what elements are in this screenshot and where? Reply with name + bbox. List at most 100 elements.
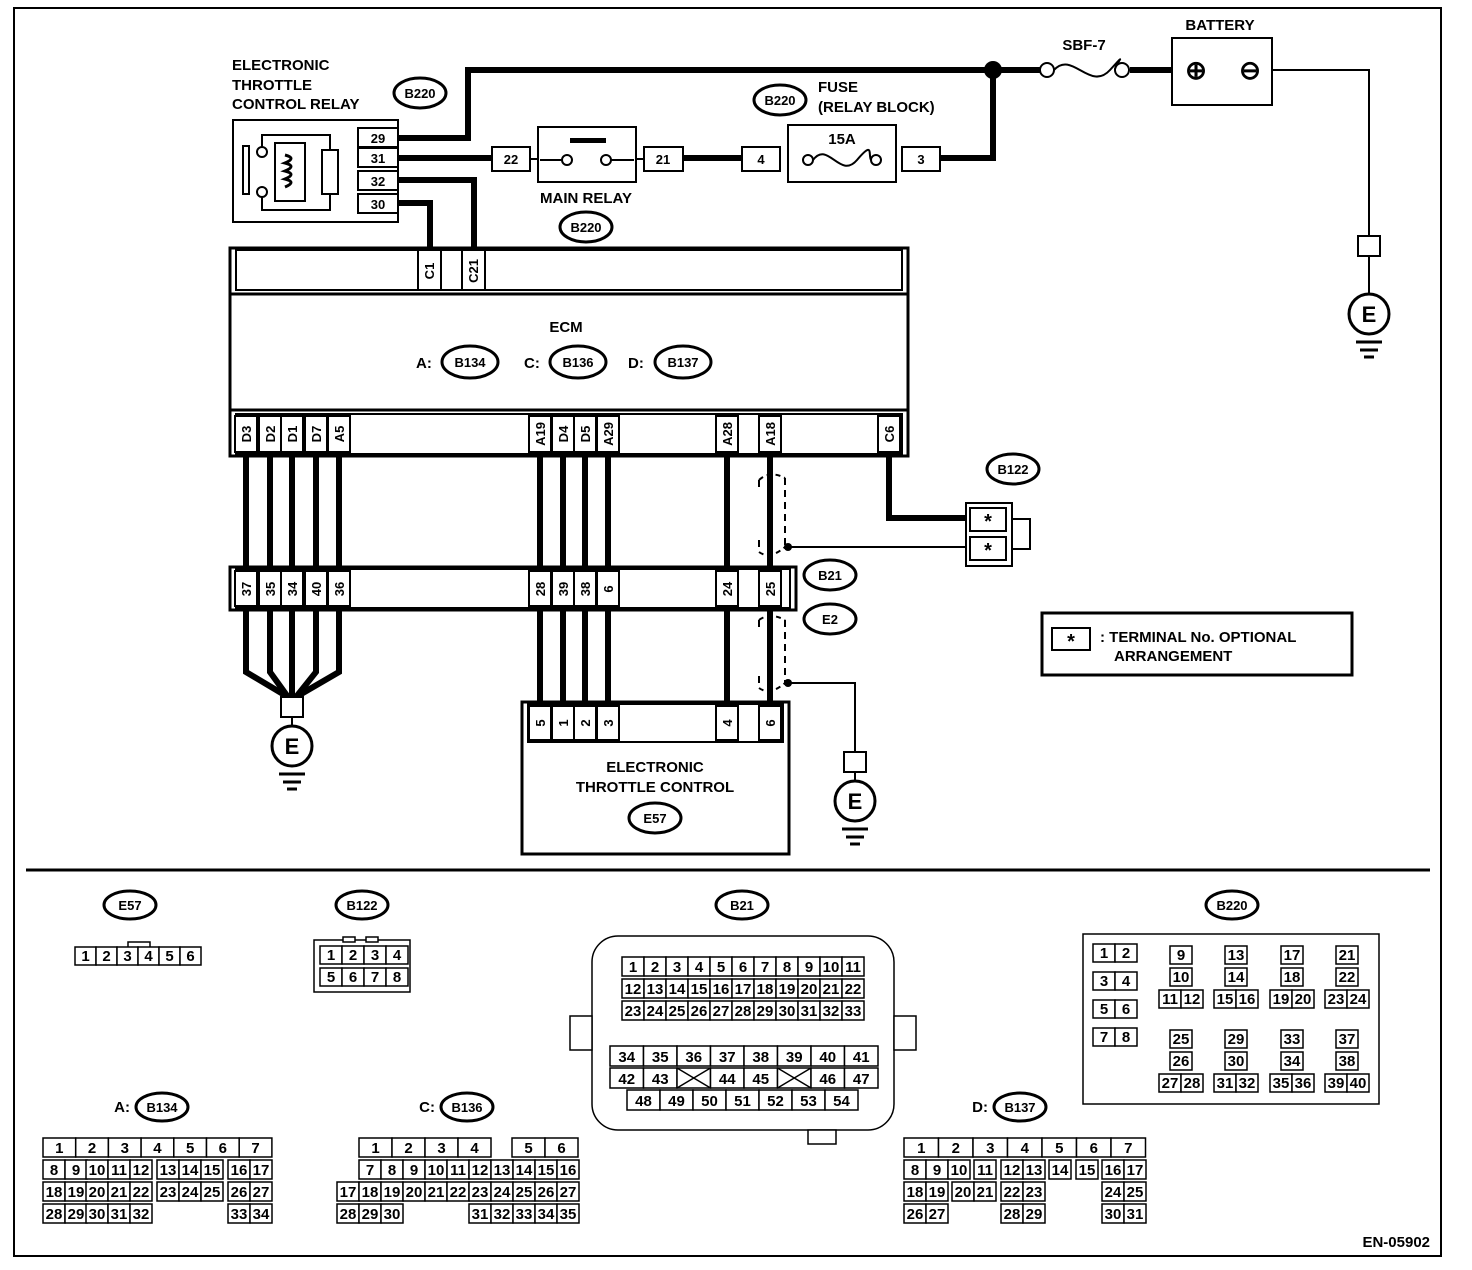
pin-cell: 40: [1350, 1075, 1367, 1092]
svg-text:B137: B137: [1004, 1100, 1035, 1115]
b21-pin-37: [234, 570, 258, 607]
pin-cell: 34: [538, 1206, 555, 1223]
pin-cell: 8: [393, 969, 401, 986]
pin-cell: 25: [516, 1184, 533, 1201]
ecm-pin-label: D5: [578, 426, 593, 443]
pin-cell: 29: [757, 1003, 774, 1020]
badge-b21: B21: [802, 558, 858, 592]
pin-cell: 28: [1184, 1075, 1201, 1092]
ecm-pin-c21: C21: [466, 259, 481, 283]
ground-left: E: [270, 696, 314, 791]
thin-wires: [758, 61, 1370, 752]
pin-cell: 10: [89, 1162, 106, 1179]
ecm-pin-label: A18: [763, 422, 778, 446]
pin-cell: 20: [1295, 991, 1312, 1008]
legend-text-1: : TERMINAL No. OPTIONAL: [1100, 629, 1296, 646]
badge-b137: B137: [667, 355, 698, 370]
pin-cell: 43: [652, 1071, 669, 1088]
pin-cell: 25: [1127, 1184, 1144, 1201]
pin-cell: 22: [450, 1184, 467, 1201]
main-relay-pin-22: 22: [504, 152, 518, 167]
pin-cell: 1: [629, 959, 637, 976]
svg-text:B21: B21: [730, 898, 754, 913]
pin-cell: 27: [929, 1206, 946, 1223]
pin-cell: 2: [1122, 945, 1130, 962]
svg-text:E57: E57: [118, 898, 141, 913]
pin-cell: 32: [494, 1206, 511, 1223]
pin-cell: 7: [1124, 1140, 1132, 1157]
ecm-pin-c6: [877, 415, 901, 453]
pin-cell: 34: [618, 1049, 635, 1066]
ecm-c-label: C:: [524, 355, 540, 372]
pin-cell: 4: [1122, 973, 1131, 990]
pin-cell: 4: [470, 1140, 479, 1157]
ecm-pin-label: A19: [533, 422, 548, 446]
b21-pin-25: [758, 570, 782, 607]
pin-cell: 10: [1173, 969, 1190, 986]
etc-relay: ELECTRONIC THROTTLE CONTROL RELAY 29 31 …: [232, 57, 399, 223]
pin-cell: 33: [1284, 1031, 1301, 1048]
pin-cell: 28: [46, 1206, 63, 1223]
legend: * : TERMINAL No. OPTIONAL ARRANGEMENT: [1040, 611, 1354, 677]
pin-cell: 33: [845, 1003, 862, 1020]
pin-cell: 11: [1162, 991, 1178, 1008]
pin-cell: 14: [1228, 969, 1245, 986]
relay-pin-29: 29: [371, 131, 385, 146]
pin-cell: 1: [1100, 945, 1108, 962]
pin-cell: 18: [46, 1184, 63, 1201]
pin-cell: 38: [1339, 1053, 1356, 1070]
pin-cell: 15: [1217, 991, 1234, 1008]
pin-cell: 26: [691, 1003, 708, 1020]
pin-cell: 20: [801, 981, 818, 998]
fuse-label-2: (RELAY BLOCK): [818, 99, 935, 116]
pin-cell: 20: [955, 1184, 972, 1201]
pin-cell: 26: [907, 1206, 924, 1223]
fuse-rating: 15A: [828, 131, 856, 148]
pin-cell: 3: [437, 1140, 445, 1157]
pin-cell: 21: [823, 981, 840, 998]
pin-cell: 3: [986, 1140, 994, 1157]
ecm-pin-d3: [234, 415, 258, 453]
pin-cell: 22: [845, 981, 862, 998]
badge-b21-view: B21: [714, 889, 770, 921]
pin-cell: 12: [472, 1162, 489, 1179]
relay-pin-30: 30: [371, 197, 385, 212]
pin-cell: 15: [204, 1162, 221, 1179]
pin-cell: 5: [1055, 1140, 1063, 1157]
pin-cell: 16: [1105, 1162, 1122, 1179]
b122-connector: B122 * *: [965, 452, 1041, 567]
b21-pin-label: 40: [309, 582, 324, 596]
pin-cell: 4: [393, 947, 402, 964]
ecm-pin-label: D2: [263, 426, 278, 443]
pin-cell: 28: [735, 1003, 752, 1020]
etc-pin-label: 4: [720, 719, 735, 727]
pin-cell: 17: [253, 1162, 270, 1179]
pin-cell: 24: [494, 1184, 511, 1201]
pin-cell: 2: [88, 1140, 96, 1157]
battery-plus: ⊕: [1185, 55, 1207, 85]
badge-b136: B136: [562, 355, 593, 370]
pin-cell: 10: [428, 1162, 445, 1179]
svg-text:B134: B134: [146, 1100, 178, 1115]
pin-cell: 19: [779, 981, 796, 998]
pin-cell: 19: [68, 1184, 85, 1201]
pin-cell: 29: [1228, 1031, 1245, 1048]
pin-cell: 19: [929, 1184, 946, 1201]
b21-pin-label: 36: [332, 582, 347, 596]
pin-cell: 54: [833, 1093, 850, 1110]
pin-cell: 31: [1217, 1075, 1234, 1092]
pin-cell: 26: [231, 1184, 248, 1201]
b21-pin-34: [280, 570, 304, 607]
pin-cell: 30: [1228, 1053, 1245, 1070]
badge-b220-fuse: B220: [752, 83, 808, 117]
svg-text:*: *: [984, 540, 992, 562]
pin-cell: 13: [1026, 1162, 1043, 1179]
pin-cell: 27: [713, 1003, 730, 1020]
pin-cell: 39: [1328, 1075, 1345, 1092]
svg-text:B136: B136: [451, 1100, 482, 1115]
